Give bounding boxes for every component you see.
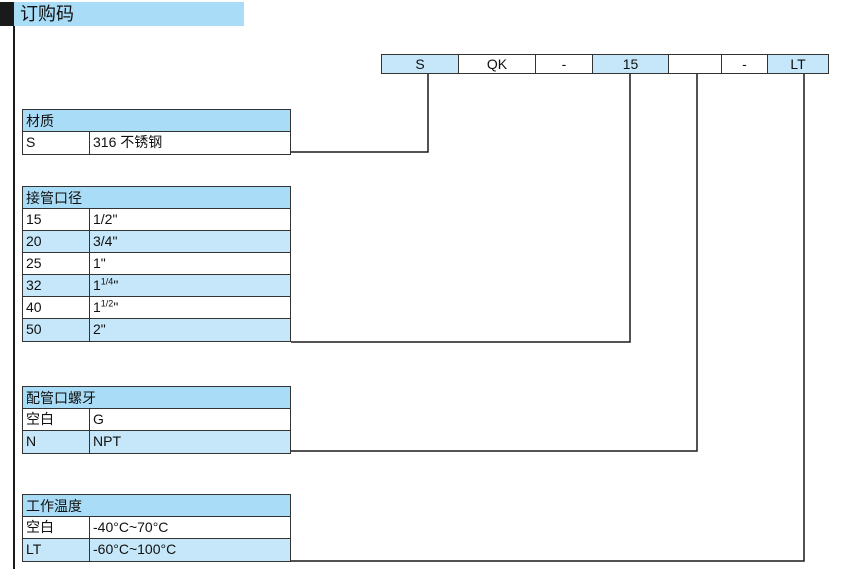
option-code: 32 bbox=[23, 275, 90, 296]
option-code: 40 bbox=[23, 297, 90, 318]
code-segment-dash-2: - bbox=[721, 54, 767, 74]
table-row: 50 2" bbox=[23, 319, 290, 341]
thread-table-header: 配管口螺牙 bbox=[23, 387, 290, 409]
page-title: 订购码 bbox=[20, 4, 74, 24]
table-row: 32 11/4" bbox=[23, 275, 290, 297]
table-row: 空白 G bbox=[23, 409, 290, 431]
table-row: 40 11/2" bbox=[23, 297, 290, 319]
code-segment-model: QK bbox=[458, 54, 535, 74]
option-code: 空白 bbox=[23, 409, 90, 430]
thread-table: 配管口螺牙 空白 G N NPT bbox=[22, 386, 291, 454]
option-code: 15 bbox=[23, 209, 90, 230]
temperature-table: 工作温度 空白 -40°C~70°C LT -60°C~100°C bbox=[22, 494, 291, 562]
table-row: 25 1" bbox=[23, 253, 290, 275]
table-row: 20 3/4" bbox=[23, 231, 290, 253]
option-code: 25 bbox=[23, 253, 90, 274]
option-desc: 1" bbox=[93, 255, 106, 271]
code-segment-thread bbox=[668, 54, 721, 74]
option-code: LT bbox=[23, 539, 90, 561]
port-size-table: 接管口径 15 1/2" 20 3/4" 25 1" 32 11/4" 40 1… bbox=[22, 186, 291, 342]
material-table: 材质 S 316 不锈钢 bbox=[22, 109, 291, 155]
option-desc: 316 不锈钢 bbox=[93, 134, 163, 150]
code-segment-temperature: LT bbox=[767, 54, 829, 74]
option-code: S bbox=[23, 132, 90, 154]
table-row: S 316 不锈钢 bbox=[23, 132, 290, 154]
option-code: 50 bbox=[23, 319, 90, 341]
option-code: N bbox=[23, 431, 90, 453]
title-marker bbox=[0, 2, 14, 26]
code-segment-port-size: 15 bbox=[592, 54, 668, 74]
connector-thread bbox=[291, 74, 698, 452]
connector-port-size bbox=[291, 74, 631, 343]
table-row: 15 1/2" bbox=[23, 209, 290, 231]
option-desc: 3/4" bbox=[93, 233, 118, 249]
temperature-table-header: 工作温度 bbox=[23, 495, 290, 517]
connector-material bbox=[291, 74, 429, 153]
table-row: LT -60°C~100°C bbox=[23, 539, 290, 561]
title-bar: 订购码 bbox=[0, 2, 244, 26]
connector-temperature bbox=[291, 74, 805, 562]
option-desc: -60°C~100°C bbox=[93, 541, 177, 557]
option-desc: 11/4" bbox=[93, 276, 119, 293]
option-desc: 11/2" bbox=[93, 298, 119, 315]
code-segment-dash-1: - bbox=[535, 54, 592, 74]
table-row: N NPT bbox=[23, 431, 290, 453]
option-desc: NPT bbox=[93, 433, 121, 449]
material-table-header: 材质 bbox=[23, 110, 290, 132]
table-row: 空白 -40°C~70°C bbox=[23, 517, 290, 539]
order-code-strip: S QK - 15 - LT bbox=[381, 54, 829, 74]
option-desc: -40°C~70°C bbox=[93, 519, 169, 535]
option-desc: 2" bbox=[93, 321, 106, 337]
option-code: 20 bbox=[23, 231, 90, 252]
port-size-table-header: 接管口径 bbox=[23, 187, 290, 209]
option-code: 空白 bbox=[23, 517, 90, 538]
option-desc: G bbox=[93, 411, 104, 427]
option-desc: 1/2" bbox=[93, 211, 118, 227]
left-rule bbox=[13, 26, 15, 569]
code-segment-material: S bbox=[381, 54, 458, 74]
